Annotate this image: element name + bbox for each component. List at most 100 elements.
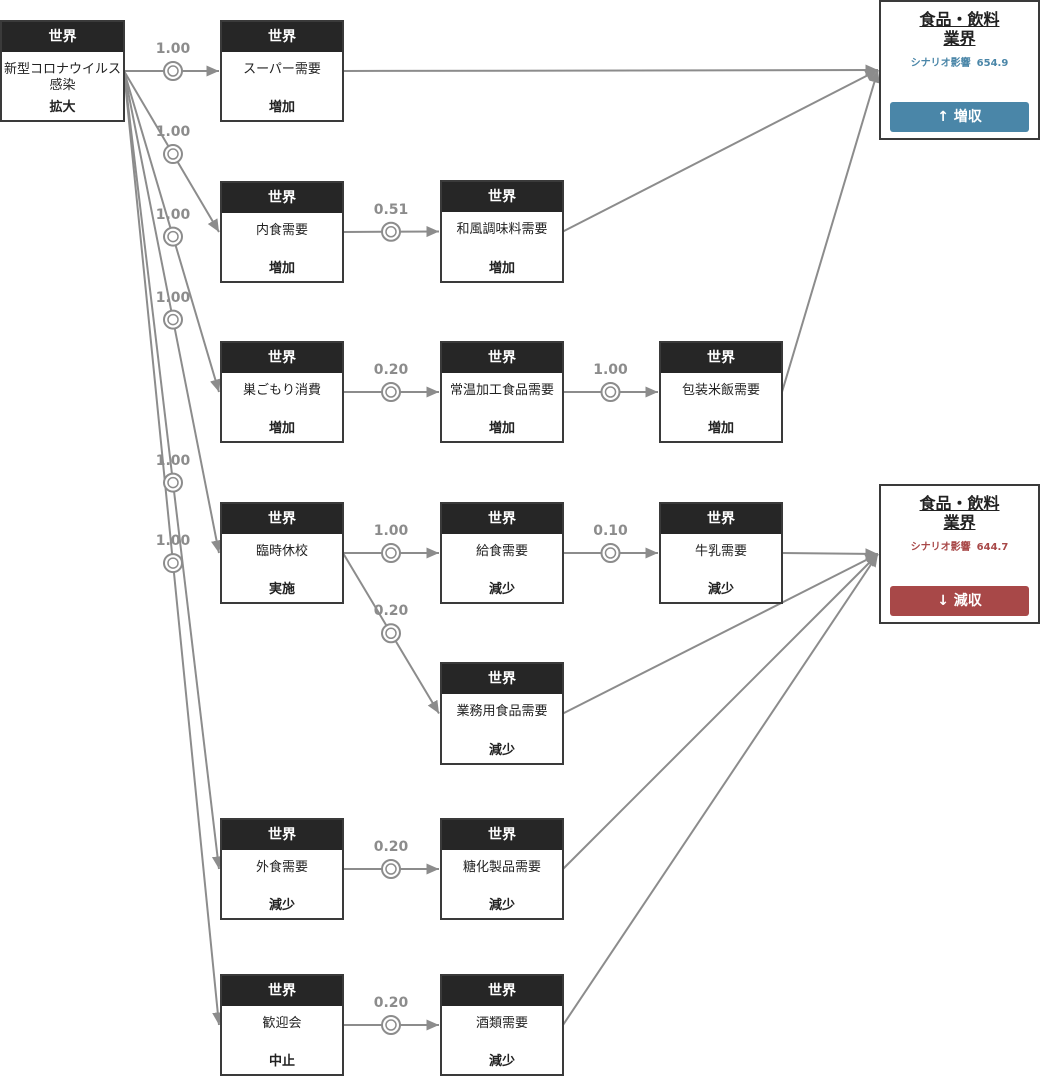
edge-weight-label: 0.51 [373,201,409,218]
edge-weight-inner-circle [385,226,397,238]
edge-weight-inner-circle [604,386,617,398]
industry-title: 食品・飲料業界 [919,494,1000,532]
edge-weight-inner-circle [167,148,179,160]
node-header: 世界 [442,664,562,694]
node-milk-demand[interactable]: 世界 牛乳需要 減少 [659,502,783,604]
scenario-score-label: シナリオ影響 [910,58,971,69]
node-state: 拡大 [49,100,76,115]
edge-weight-label: 1.00 [155,452,191,469]
edge-weight-circle [163,61,183,81]
node-header: 世界 [2,22,123,52]
edge-super-up [342,64,879,76]
edge-weight-circle [600,382,621,402]
node-state: 減少 [488,898,515,913]
node-name: 酒類需要 [475,1016,528,1031]
node-name: 臨時休校 [255,544,308,559]
node-commercial-food-demand[interactable]: 世界 業務用食品需要 減少 [440,662,564,765]
node-state: 実施 [268,582,295,597]
node-state: 減少 [268,898,295,913]
edge-weight-label: 0.20 [373,995,409,1011]
node-state: 増加 [268,100,295,115]
edge-weight-inner-circle [385,547,397,559]
node-header: 世界 [222,504,342,534]
revenue-decrease-button[interactable]: ↓ 減収 [890,586,1029,616]
node-japanese-seasoning-demand[interactable]: 世界 和風調味料需要 増加 [440,180,564,283]
industry-box-decrease[interactable]: 食品・飲料業界 シナリオ影響 644.7 ↓ 減収 [879,484,1040,624]
node-header: 世界 [222,820,342,850]
edge-weight-label: 1.00 [593,362,628,378]
edge-toka-down [562,553,879,870]
node-name: 歓迎会 [262,1016,302,1031]
edge-weight-circle [381,1015,401,1035]
node-saccharified-product-demand[interactable]: 世界 糖化製品需要 減少 [440,818,564,920]
node-dining-out-demand[interactable]: 世界 外食需要 減少 [220,818,344,920]
node-name: 新型コロナウイルス感染 [4,62,122,93]
node-name: 和風調味料需要 [456,222,548,237]
node-packaged-rice-demand[interactable]: 世界 包装米飯需要 増加 [659,341,783,443]
edge-weight-circle [381,623,401,644]
edge-weight-circle [163,144,183,165]
node-covid-infection[interactable]: 世界 新型コロナウイルス感染 拡大 [0,20,125,122]
node-welcome-party[interactable]: 世界 歓迎会 中止 [220,974,344,1076]
edge-wafu-up [562,69,879,233]
node-name: 業務用食品需要 [456,704,548,719]
node-state: 中止 [268,1054,295,1069]
edge-weight-label: 1.00 [155,533,191,550]
edge-covid-gaishoku [123,70,224,870]
edge-weight-inner-circle [167,557,179,569]
node-state: 増加 [268,261,295,276]
node-header: 世界 [442,820,562,850]
node-name: 巣ごもり消費 [242,383,321,398]
scenario-score-value: 654.9 [976,58,1009,69]
edge-covid-kangei [123,70,224,1026]
node-header: 世界 [222,22,342,52]
edge-weight-circle [163,309,183,330]
node-state: 減少 [707,582,734,597]
edge-weight-label: 1.00 [373,523,409,539]
edge-hoso-up [781,69,880,393]
edge-gyunyu-down [781,548,879,560]
edge-weight-inner-circle [167,230,179,243]
edge-weight-circle [600,543,621,563]
node-header: 世界 [661,504,781,534]
edge-weight-inner-circle [167,476,179,489]
node-header: 世界 [442,504,562,534]
node-school-lunch-demand[interactable]: 世界 給食需要 減少 [440,502,564,604]
node-stay-home-consumption[interactable]: 世界 巣ごもり消費 増加 [220,341,344,443]
scenario-score-value: 644.7 [976,542,1009,553]
revenue-increase-button[interactable]: ↑ 増収 [890,102,1029,132]
scenario-score-label: シナリオ影響 [910,542,971,553]
node-header: 世界 [222,183,342,213]
edge-sake-down [562,553,879,1026]
node-shelf-stable-food-demand[interactable]: 世界 常温加工食品需要 増加 [440,341,564,443]
edge-weight-inner-circle [385,386,397,398]
edge-weight-circle [163,553,183,574]
edge-weight-circle [163,472,183,493]
node-name: 糖化製品需要 [462,860,541,875]
edge-weight-label: 1.00 [155,41,191,57]
edge-weight-circle [381,543,401,563]
node-alcohol-demand[interactable]: 世界 酒類需要 減少 [440,974,564,1076]
node-state: 増加 [488,261,515,276]
edge-weight-inner-circle [167,313,179,326]
scenario-score: シナリオ影響 644.7 [881,538,1038,553]
node-header: 世界 [442,182,562,212]
node-super-demand[interactable]: 世界 スーパー需要 増加 [220,20,344,122]
node-name: スーパー需要 [243,62,321,77]
node-school-closure[interactable]: 世界 臨時休校 実施 [220,502,344,604]
edge-weight-inner-circle [385,863,397,875]
edge-weight-label: 1.00 [155,124,191,141]
edge-weight-inner-circle [604,547,617,559]
node-header: 世界 [222,343,342,373]
edge-weight-label: 0.20 [373,362,409,378]
node-state: 増加 [268,421,295,436]
node-state: 増加 [488,421,515,436]
node-header: 世界 [661,343,781,373]
node-home-meal-demand[interactable]: 世界 内食需要 増加 [220,181,344,283]
node-state: 増加 [707,421,734,436]
node-state: 減少 [488,1054,515,1069]
node-header: 世界 [222,976,342,1006]
node-name: 外食需要 [255,860,308,875]
